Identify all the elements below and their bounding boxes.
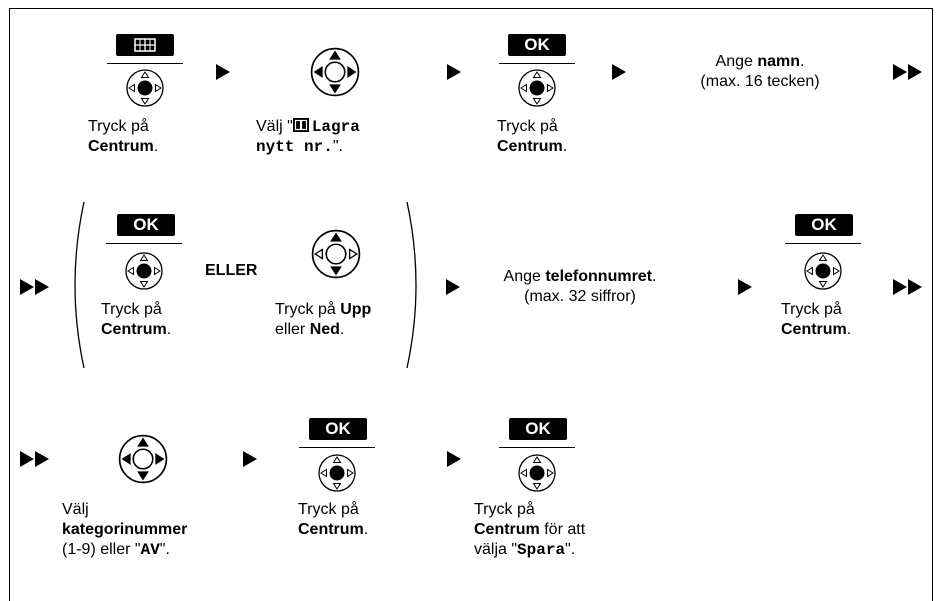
ok-button: OK xyxy=(509,418,567,440)
navigator-center-icon xyxy=(124,251,164,291)
step-text: Tryck på Centrum. xyxy=(781,301,852,338)
right-triangle-icon xyxy=(612,64,626,80)
divider xyxy=(107,63,183,64)
step-text: Ange namn. (max. 16 tecken) xyxy=(700,53,820,90)
step-text: Ange telefonnumret. (max. 32 siffror) xyxy=(503,268,657,305)
right-triangle-icon xyxy=(243,451,257,467)
ok-button: OK xyxy=(117,214,175,236)
instruction-frame xyxy=(9,8,933,601)
double-right-triangle-icon xyxy=(893,64,923,80)
ok-button: OK xyxy=(508,34,566,56)
phonebook-icon xyxy=(292,118,309,132)
navigator-center-icon xyxy=(803,251,843,291)
step-text: Tryck på Centrum. xyxy=(101,301,172,338)
right-parenthesis xyxy=(406,201,417,369)
navigator-center-icon xyxy=(517,68,557,108)
double-right-triangle-icon xyxy=(20,451,50,467)
navigator-key-icon xyxy=(117,433,169,485)
navigator-center-icon xyxy=(517,453,557,493)
left-parenthesis xyxy=(74,201,85,369)
ok-button: OK xyxy=(309,418,367,440)
navigator-updown-icon xyxy=(310,228,362,280)
step-text: Välj kategorinummer (1-9) eller "AV". xyxy=(62,501,188,559)
step-text: Tryck på Centrum för att välja "Spara". xyxy=(474,501,586,559)
divider xyxy=(499,63,575,64)
divider xyxy=(785,243,861,244)
step-text: Tryck på Centrum. xyxy=(298,501,369,538)
step-text: Tryck på Centrum. xyxy=(88,118,159,155)
navigator-center-icon xyxy=(317,453,357,493)
divider xyxy=(299,447,375,448)
step-text: Tryck på Upp eller Ned. xyxy=(275,301,372,338)
menu-button xyxy=(116,34,174,56)
right-triangle-icon xyxy=(447,64,461,80)
navigator-key-icon xyxy=(309,46,361,98)
or-label: ELLER xyxy=(205,262,258,279)
menu-grid-icon xyxy=(134,38,156,52)
divider xyxy=(499,447,575,448)
right-triangle-icon xyxy=(216,64,230,80)
step-text: Tryck på Centrum. xyxy=(497,118,568,155)
double-right-triangle-icon xyxy=(20,279,50,295)
right-triangle-icon xyxy=(447,451,461,467)
double-right-triangle-icon xyxy=(893,279,923,295)
right-triangle-icon xyxy=(446,279,460,295)
ok-button: OK xyxy=(795,214,853,236)
right-triangle-icon xyxy=(738,279,752,295)
navigator-center-icon xyxy=(125,68,165,108)
divider xyxy=(106,243,182,244)
step-text: Välj "Lagra nytt nr.". xyxy=(256,118,360,156)
